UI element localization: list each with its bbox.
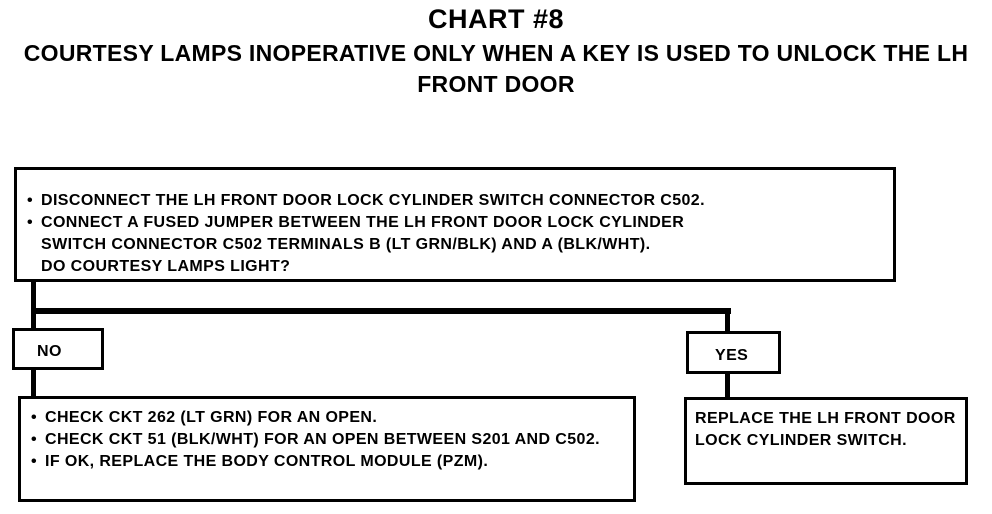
no-action-item: CHECK CKT 262 (LT GRN) FOR AN OPEN. xyxy=(31,407,627,429)
no-action-line xyxy=(31,369,36,397)
main-step-box: DISCONNECT THE LH FRONT DOOR LOCK CYLIND… xyxy=(14,167,896,282)
no-action-item: IF OK, REPLACE THE BODY CONTROL MODULE (… xyxy=(31,451,627,473)
yes-branch-label: YES xyxy=(686,331,781,374)
no-branch-label: NO xyxy=(12,328,104,370)
chart-subtitle: COURTESY LAMPS INOPERATIVE ONLY WHEN A K… xyxy=(23,40,969,97)
main-step-question: DO COURTESY LAMPS LIGHT? xyxy=(41,258,291,275)
yes-drop-line xyxy=(725,310,730,332)
no-action-item: CHECK CKT 51 (BLK/WHT) FOR AN OPEN BETWE… xyxy=(31,429,605,451)
main-step-continuation: SWITCH CONNECTOR C502 TERMINALS B (LT GR… xyxy=(41,236,651,253)
main-step-item: DISCONNECT THE LH FRONT DOOR LOCK CYLIND… xyxy=(27,190,885,212)
chart-title: CHART #8 xyxy=(427,4,565,34)
trunk-line xyxy=(31,282,36,329)
no-action-box: CHECK CKT 262 (LT GRN) FOR AN OPEN. CHEC… xyxy=(18,396,636,502)
main-step-item: CONNECT A FUSED JUMPER BETWEEN THE LH FR… xyxy=(27,212,885,234)
yes-action-line xyxy=(725,373,730,398)
branch-line xyxy=(31,308,731,314)
yes-action-box: REPLACE THE LH FRONT DOOR LOCK CYLINDER … xyxy=(684,397,968,485)
